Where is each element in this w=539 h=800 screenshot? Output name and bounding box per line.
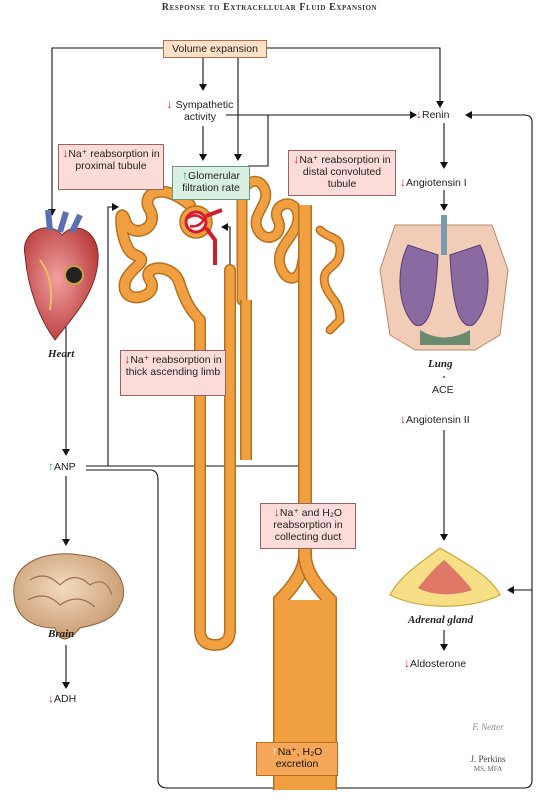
decrease-arrow-icon: ↓ xyxy=(416,107,422,121)
anp-label: ↑ANP xyxy=(48,459,76,473)
proximal-tubule-box: ↓Na⁺ reabsorption in proximal tubule xyxy=(58,144,164,190)
lung-label: Lung xyxy=(428,358,453,370)
distal-tubule-box: ↓Na⁺ reabsorption in distal convoluted t… xyxy=(288,150,396,196)
aldosterone-label: ↓Aldosterone xyxy=(404,656,467,670)
brain-illustration xyxy=(13,553,125,640)
line-anp-to-proximal xyxy=(107,203,119,466)
artist-credentials: MS, MFA xyxy=(473,765,503,773)
sympathetic-label: ↓ Sympathetic activity xyxy=(166,97,234,123)
decrease-arrow-icon: ↓ xyxy=(48,691,54,705)
diagram-title: Response to Extracellular Fluid Expansio… xyxy=(161,2,378,13)
decrease-arrow-icon: ↓ xyxy=(400,412,406,426)
lung-illustration xyxy=(379,215,509,351)
heart-illustration xyxy=(24,209,99,341)
adrenal-illustration xyxy=(389,547,501,607)
decrease-arrow-icon: ↓ xyxy=(273,505,280,519)
line-volume-to-renin xyxy=(266,47,444,108)
ace-label: ACE xyxy=(432,384,454,396)
increase-arrow-icon: ↑ xyxy=(48,459,54,473)
decrease-arrow-icon: ↓ xyxy=(62,146,69,160)
adrenal-label: Adrenal gland xyxy=(408,614,474,626)
glomerulus xyxy=(179,205,223,265)
artist-name: J. Perkins xyxy=(470,754,506,764)
adh-label: ↓ADH xyxy=(48,691,77,705)
line-gfr-to-renin xyxy=(248,115,269,167)
collecting-duct-box: ↓Na⁺ and H₂O reabsorption in collecting … xyxy=(260,503,356,549)
excretion-box: ↑Na⁺, H₂O excretion xyxy=(256,742,338,776)
heart-label: Heart xyxy=(48,348,75,360)
angiotensin-1-label: ↓Angiotensin I xyxy=(400,175,467,189)
decrease-arrow-icon: ↓ xyxy=(166,97,173,111)
increase-arrow-icon: ↑ xyxy=(182,168,189,182)
gfr-box: ↑Glomerular filtration rate xyxy=(172,166,250,200)
increase-arrow-icon: ↑ xyxy=(271,744,278,758)
line-anp-to-renin-loop xyxy=(86,111,533,789)
line-volume-to-heart xyxy=(48,47,163,216)
decrease-arrow-icon: ↓ xyxy=(404,656,410,670)
brain-label: Brain xyxy=(48,628,75,640)
netter-signature: F. Netter xyxy=(472,722,504,732)
angiotensin-2-label: ↓Angiotensin II xyxy=(400,412,470,426)
volume-expansion-box: Volume expansion xyxy=(163,40,267,58)
decrease-arrow-icon: ↓ xyxy=(400,175,406,189)
decrease-arrow-icon: ↓ xyxy=(124,352,131,366)
decrease-arrow-icon: ↓ xyxy=(293,152,300,166)
renin-label: ↓Renin xyxy=(416,107,450,121)
nephron-tubule xyxy=(115,175,345,790)
thick-limb-box: ↓Na⁺ reabsorption in thick ascending lim… xyxy=(120,350,226,396)
